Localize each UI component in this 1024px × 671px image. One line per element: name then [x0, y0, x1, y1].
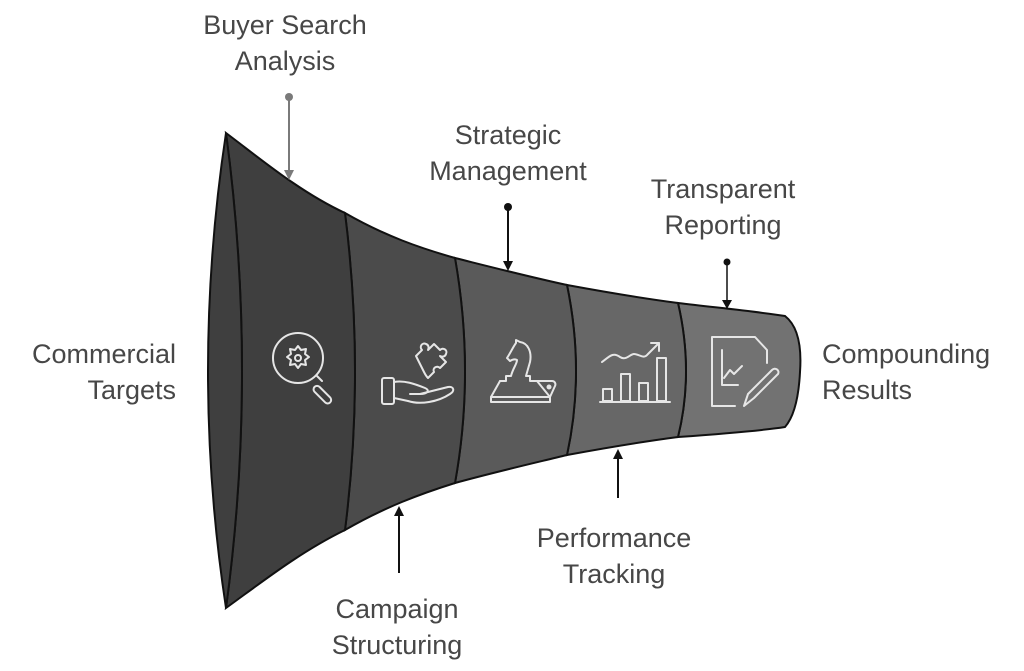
callout-dot-1 — [285, 93, 293, 101]
start-label-line-1: Commercial — [31, 339, 176, 369]
callout-dot-5 — [723, 258, 731, 266]
funnel-segment-3 — [453, 256, 577, 485]
gear-search-icon — [272, 332, 333, 405]
stage-label-5-line-1: Transparent — [650, 174, 796, 204]
stage-label-2: Campaign Structuring — [332, 591, 463, 663]
stage-label-5-line-2: Reporting — [664, 210, 782, 240]
end-label: Compounding Results — [822, 336, 990, 408]
stage-label-3: Strategic Management — [429, 117, 587, 189]
chess-knight-icon — [490, 339, 557, 403]
funnel-segment-4 — [565, 283, 687, 457]
end-label-line-2: Results — [822, 375, 913, 405]
callout-arrow-3 — [503, 261, 513, 271]
callout-arrow-2 — [394, 506, 404, 516]
stage-label-5: Transparent Reporting — [651, 171, 796, 243]
hand-puzzle-icon — [381, 342, 455, 405]
callout-arrow-4 — [613, 449, 623, 459]
stage-label-3-line-2: Management — [429, 156, 587, 186]
funnel-mouth — [207, 132, 243, 609]
start-label: Commercial Targets — [8, 336, 176, 408]
callout-arrow-5 — [722, 300, 732, 309]
growth-chart-icon — [599, 342, 671, 403]
stage-label-2-line-1: Campaign — [335, 594, 459, 624]
stage-label-4-line-1: Performance — [536, 523, 692, 553]
stage-label-4: Performance Tracking — [537, 520, 692, 592]
funnel-segment-1 — [224, 130, 356, 611]
stage-label-1: Buyer Search Analysis — [203, 7, 367, 79]
stage-label-3-line-1: Strategic — [454, 120, 562, 150]
start-label-line-2: Targets — [87, 375, 176, 405]
stage-label-4-line-2: Tracking — [562, 559, 666, 589]
stage-label-1-line-2: Analysis — [234, 46, 336, 76]
callout-dot-3 — [504, 203, 512, 211]
report-edit-icon — [711, 336, 780, 407]
end-label-line-1: Compounding — [822, 339, 991, 369]
stage-label-1-line-1: Buyer Search — [203, 10, 367, 40]
stage-label-2-line-2: Structuring — [331, 630, 463, 660]
funnel-segment-2 — [343, 211, 466, 532]
callout-arrow-1 — [284, 170, 294, 180]
